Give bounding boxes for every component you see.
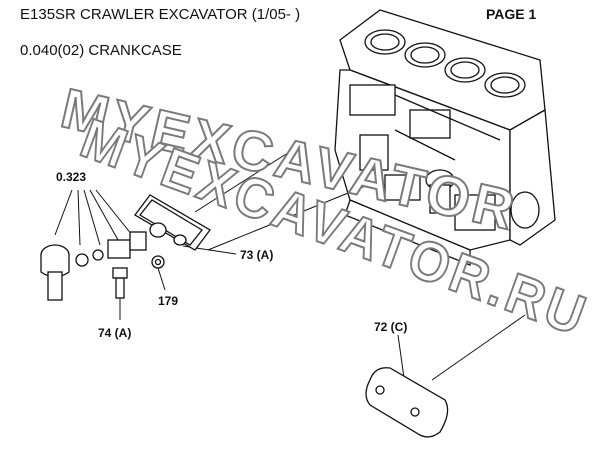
callout-179: 179: [158, 294, 179, 308]
diagram-title: E135SR CRAWLER EXCAVATOR (1/05- ): [20, 6, 301, 23]
callout-0323: 0.323: [56, 170, 87, 184]
callout-72: 72 (C): [374, 320, 408, 334]
cover-plate-73: [134, 194, 211, 251]
breather-assembly: [40, 231, 147, 301]
engine-block: [334, 9, 556, 266]
cover-plate-72: [365, 367, 449, 438]
page-label: PAGE 1: [486, 6, 537, 22]
section-title: 0.040(02) CRANKCASE: [20, 42, 182, 59]
bolt-74: [112, 267, 128, 299]
leader-lines: [54, 141, 526, 386]
callout-73: 73 (A): [240, 248, 274, 262]
callout-74: 74 (A): [98, 326, 132, 340]
washer-179: [151, 255, 165, 269]
